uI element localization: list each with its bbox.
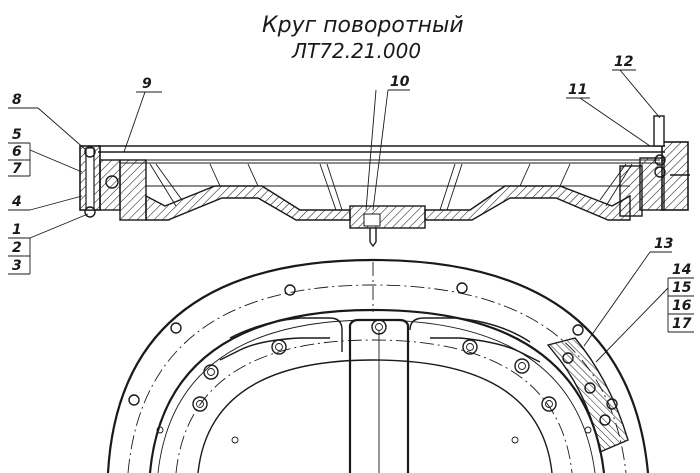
drawing-designation: ЛТ72.21.000 [291,39,421,63]
outer-bolt-holes [128,282,618,410]
right-end-block [661,141,689,211]
callout-15: 15 [672,280,692,296]
callout-9: 9 [142,76,152,92]
callout-10: 10 [390,74,410,90]
callout-13: 13 [654,236,673,252]
cutaway-section [546,337,629,453]
callout-11: 11 [568,82,587,98]
callout-5: 5 [12,127,22,143]
callout-4: 4 [11,194,22,210]
inner-bolt-holes [192,319,557,412]
callout-6: 6 [12,144,22,160]
callout-3: 3 [12,258,22,274]
callout-labels: 8 5 6 7 4 1 2 3 9 10 11 12 13 14 15 16 1… [11,54,692,332]
callout-1: 1 [12,222,22,238]
callout-17: 17 [672,316,692,332]
callout-16: 16 [672,298,692,314]
callout-7: 7 [12,161,22,177]
leader-lines [8,69,694,363]
callout-8: 8 [12,92,22,108]
plan-view [106,258,650,473]
callout-12: 12 [614,54,633,70]
section-view [79,115,690,248]
drawing-title: Круг поворотный [262,13,464,38]
callout-2: 2 [12,240,22,256]
callout-14: 14 [672,262,691,278]
